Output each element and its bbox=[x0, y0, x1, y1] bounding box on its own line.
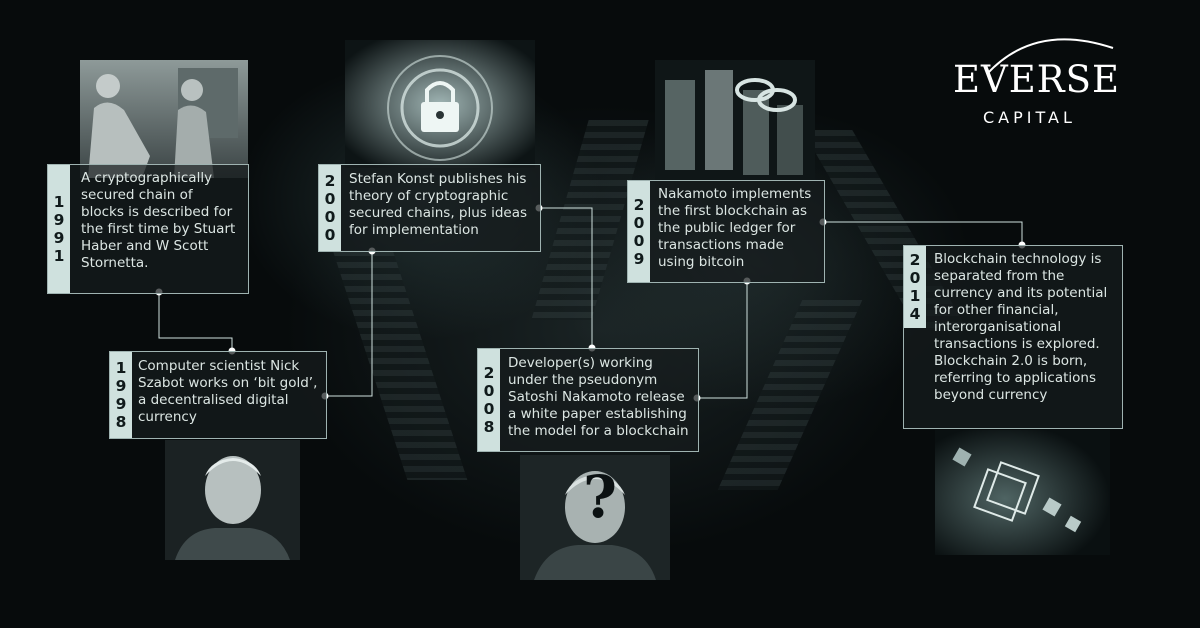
year-digit: 1 bbox=[115, 359, 127, 377]
text-line: Blockchain technology is bbox=[934, 251, 1102, 267]
text-line: blocks is described for bbox=[81, 204, 233, 220]
text-line: referring to applications bbox=[934, 370, 1096, 386]
brand-logo-name: EVERSE bbox=[953, 58, 1120, 101]
year-digit: 0 bbox=[324, 226, 336, 244]
year-digit: 2 bbox=[483, 364, 495, 382]
text-line: using bitcoin bbox=[658, 254, 745, 270]
text-line: the public ledger for bbox=[658, 220, 796, 236]
year-digit: 8 bbox=[483, 418, 495, 436]
text-line: the first time by Stuart bbox=[81, 221, 236, 237]
text-line: transactions made bbox=[658, 237, 784, 253]
year-digit: 9 bbox=[115, 377, 127, 395]
text-line: for implementation bbox=[349, 222, 479, 238]
text-line: theory of cryptographic bbox=[349, 188, 509, 204]
text-line: Haber and W Scott bbox=[81, 238, 209, 254]
milestone-text-1998: Computer scientist Nick Szabot works on … bbox=[138, 358, 317, 426]
year-digit: 8 bbox=[115, 413, 127, 431]
year-digit: 9 bbox=[53, 229, 65, 247]
year-tab-2008: 2 0 0 8 bbox=[478, 349, 500, 451]
brand-logo-sub: CAPITAL bbox=[983, 108, 1076, 127]
connector-1998-2000 bbox=[325, 251, 373, 397]
milestone-card-1991: 1 9 9 1 A cryptographically secured chai… bbox=[47, 164, 249, 294]
logo-arc-icon bbox=[986, 38, 1114, 75]
year-tab-2009: 2 0 0 9 bbox=[628, 181, 650, 282]
text-line: Szabot works on ‘bit gold’, bbox=[138, 375, 318, 391]
text-line: the first blockchain as bbox=[658, 203, 808, 219]
year-tab-1998: 1 9 9 8 bbox=[110, 352, 132, 438]
milestone-card-2000: 2 0 0 0 Stefan Konst publishes his theor… bbox=[318, 164, 541, 252]
year-tab-1991: 1 9 9 1 bbox=[48, 165, 70, 293]
milestone-card-2008: 2 0 0 8 Developer(s) working under the p… bbox=[477, 348, 699, 452]
milestone-text-2009: Nakamoto implements the first blockchain… bbox=[658, 186, 811, 271]
text-line: separated from the bbox=[934, 268, 1065, 284]
photo-padlock bbox=[345, 40, 535, 168]
milestone-card-1998: 1 9 9 8 Computer scientist Nick Szabot w… bbox=[109, 351, 327, 439]
text-line: interorganisational bbox=[934, 319, 1062, 335]
text-line: secured chains, plus ideas bbox=[349, 205, 528, 221]
text-line: A cryptographically bbox=[81, 170, 213, 186]
text-line: transactions is explored. bbox=[934, 336, 1100, 352]
year-digit: 4 bbox=[909, 305, 921, 323]
connector-2000-2008 bbox=[539, 207, 593, 348]
year-digit: 9 bbox=[115, 395, 127, 413]
year-digit: 2 bbox=[909, 251, 921, 269]
connector-2008-2009 bbox=[697, 281, 748, 399]
year-digit: 0 bbox=[324, 190, 336, 208]
milestone-text-2008: Developer(s) working under the pseudonym… bbox=[508, 355, 689, 440]
milestone-card-2009: 2 0 0 9 Nakamoto implements the first bl… bbox=[627, 180, 825, 283]
text-line: Developer(s) working bbox=[508, 355, 653, 371]
text-line: a decentralised digital bbox=[138, 392, 289, 408]
text-line: Computer scientist Nick bbox=[138, 358, 300, 374]
text-line: Blockchain 2.0 is born, bbox=[934, 353, 1088, 369]
year-digit: 0 bbox=[324, 208, 336, 226]
text-line: currency bbox=[138, 409, 197, 425]
question-mark-icon: ? bbox=[583, 463, 617, 531]
year-digit: 1 bbox=[53, 193, 65, 211]
milestone-text-2014: Blockchain technology is separated from … bbox=[934, 251, 1107, 404]
year-digit: 9 bbox=[53, 211, 65, 229]
year-digit: 0 bbox=[483, 400, 495, 418]
year-digit: 9 bbox=[633, 249, 645, 268]
text-line: currency and its potential bbox=[934, 285, 1108, 301]
text-line: Satoshi Nakamoto release bbox=[508, 389, 685, 405]
text-line: a white paper establishing bbox=[508, 406, 687, 422]
year-digit: 1 bbox=[53, 247, 65, 265]
photo-portrait-speaker bbox=[165, 440, 300, 560]
text-line: for other financial, bbox=[934, 302, 1059, 318]
photo-cubes bbox=[935, 430, 1110, 555]
year-digit: 1 bbox=[909, 287, 921, 305]
photo-portrait-question bbox=[520, 455, 670, 580]
text-line: under the pseudonym bbox=[508, 372, 658, 388]
text-line: Nakamoto implements bbox=[658, 186, 812, 202]
milestone-card-2014: 2 0 1 4 Blockchain technology is separat… bbox=[903, 245, 1123, 429]
milestone-text-2000: Stefan Konst publishes his theory of cry… bbox=[349, 171, 527, 239]
year-tab-2014: 2 0 1 4 bbox=[904, 246, 926, 328]
text-line: secured chain of bbox=[81, 187, 193, 203]
milestone-text-1991: A cryptographically secured chain of blo… bbox=[81, 170, 235, 272]
year-digit: 0 bbox=[633, 231, 645, 250]
year-tab-2000: 2 0 0 0 bbox=[319, 165, 341, 251]
connector-1991-1998 bbox=[158, 292, 233, 351]
text-line: Stefan Konst publishes his bbox=[349, 171, 527, 187]
year-digit: 0 bbox=[633, 213, 645, 232]
year-digit: 2 bbox=[324, 172, 336, 190]
year-digit: 2 bbox=[633, 195, 645, 214]
connector-2009-2014 bbox=[823, 221, 1023, 245]
text-line: the model for a blockchain bbox=[508, 423, 689, 439]
year-digit: 0 bbox=[909, 269, 921, 287]
year-digit: 0 bbox=[483, 382, 495, 400]
photo-researchers bbox=[80, 60, 248, 178]
text-line: beyond currency bbox=[934, 387, 1048, 403]
text-line: Stornetta. bbox=[81, 255, 149, 271]
photo-chain-data bbox=[655, 60, 815, 190]
